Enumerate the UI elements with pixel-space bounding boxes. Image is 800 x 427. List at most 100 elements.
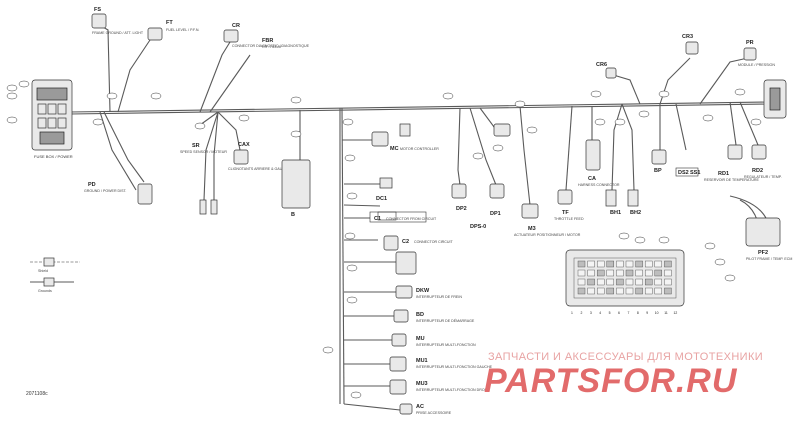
code-dps0: DPS-0 [470,224,486,230]
connector-pf2 [745,217,781,247]
reference-bubble [106,92,118,100]
label-bd: INTERRUPTEUR DE DÉMARRAGE [416,318,475,323]
branch-pd [99,111,137,191]
ecm-pin [587,287,595,295]
ecm-pin [645,269,653,277]
reference-bubble [526,126,538,134]
code-ss1: SS1 [690,170,700,176]
connector-ca [585,139,601,171]
ecm-pin [577,287,586,295]
reference-bubble [714,258,726,266]
ecm-pin [625,269,634,277]
reference-bubble [492,144,504,152]
ecm-pin [587,269,595,277]
code-tf: TF [562,210,569,216]
ecm-pin [635,287,643,295]
reference-bubble [594,118,606,126]
ecm-pin [664,269,672,277]
ecm-pin-number: 11 [664,311,668,315]
reference-bubble [442,92,454,100]
reference-bubble [6,92,18,100]
reference-bubble [658,236,670,244]
reference-bubble [342,118,354,126]
reference-bubble [290,96,302,104]
label-cr: CONNECTOR DIAGNOSTIC / DIAGNOSTIQUE [232,44,310,48]
reference-bubble [658,90,670,98]
connector-cr6 [605,67,617,79]
label-pd: GROUND / POWER DIST. [84,189,127,193]
connector-tf [557,189,573,205]
ecm-pin [635,278,643,286]
ecm-pin [654,287,662,295]
label-c2: CONNECTOR CIRCUIT [414,240,453,244]
ecm-pin [664,287,672,295]
ecm-pin [645,278,653,286]
reference-bubble [6,84,18,92]
code-bh1: BH1 [610,210,621,216]
code-cr: CR [232,23,240,29]
ground-label: Grounds [38,289,52,293]
reference-bubble [344,154,356,162]
label-sr: SPEED SENSOR / MOTEUR [180,150,227,154]
branch-dc2 [343,204,381,207]
ecm-pin [635,269,643,277]
reference-bubble [634,236,646,244]
ecm-pin-number: 12 [674,311,678,315]
ecm-pin [645,260,653,268]
figure-number: 2071108c [26,391,48,397]
reference-bubble [702,114,714,122]
connector-mc [371,131,389,147]
connector-dp2 [451,183,467,199]
code-mc: MC [390,146,399,152]
ecm-pin [664,278,672,286]
code-mu1: MU1 [416,358,428,364]
branch-ds2 [675,103,687,151]
code-mu3: MU3 [416,381,428,387]
branch-rd1 [729,101,737,146]
code-mu: MU [416,336,425,342]
branch-sr [203,111,219,201]
ecm-pin [577,260,586,268]
branch-ac [343,403,401,411]
reference-bubble [322,346,334,354]
reference-bubble [92,118,104,126]
ecm-pin [616,260,624,268]
code-bp: BP [654,168,662,174]
label-mu: INTERRUPTEUR MULTI-FONCTION [416,343,476,347]
branch-bh1 [611,103,623,191]
ecm-pin [606,269,614,277]
ground-connector [43,277,55,287]
label-mc: MOTOR CONTROLLER [400,147,439,151]
ecm-pin [664,260,672,268]
label-rd1: RESERVOIR DE TEMPERATURE [704,178,760,182]
code-bd: BD [416,312,424,318]
code-fbr: FBR [262,38,273,44]
reference-bubble [346,264,358,272]
connector-dc1 [379,177,393,189]
branch-ft [117,39,151,113]
reference-bubble [194,122,206,130]
connector-dp1 [489,183,505,199]
reference-bubble [238,114,250,122]
main-harness-trunk [69,101,771,113]
reference-bubble [514,100,526,108]
ecm-pin [635,260,643,268]
label-rd2: REGULATEUR / TEMP. [744,175,782,179]
reference-bubble [346,192,358,200]
ecm-pin-number: 3 [590,311,592,315]
code-rd1: RD1 [718,171,729,177]
reference-bubble [638,110,650,118]
connector-ft [147,27,163,41]
ecm-pin-number: 7 [627,311,629,315]
reference-bubble [18,80,30,88]
ecm-module [565,249,685,307]
code-cax: CAX [238,142,250,148]
ecm-pin [616,278,624,286]
connector-fs [91,13,107,29]
ecm-pin [606,260,614,268]
ecm-pin [597,260,605,268]
label-mu1: INTERRUPTEUR MULTI-FONCTION GAUCHE [416,365,493,369]
label-pr: MODULE / PRESSION [738,63,775,67]
vertical-bus-2 [341,107,345,405]
